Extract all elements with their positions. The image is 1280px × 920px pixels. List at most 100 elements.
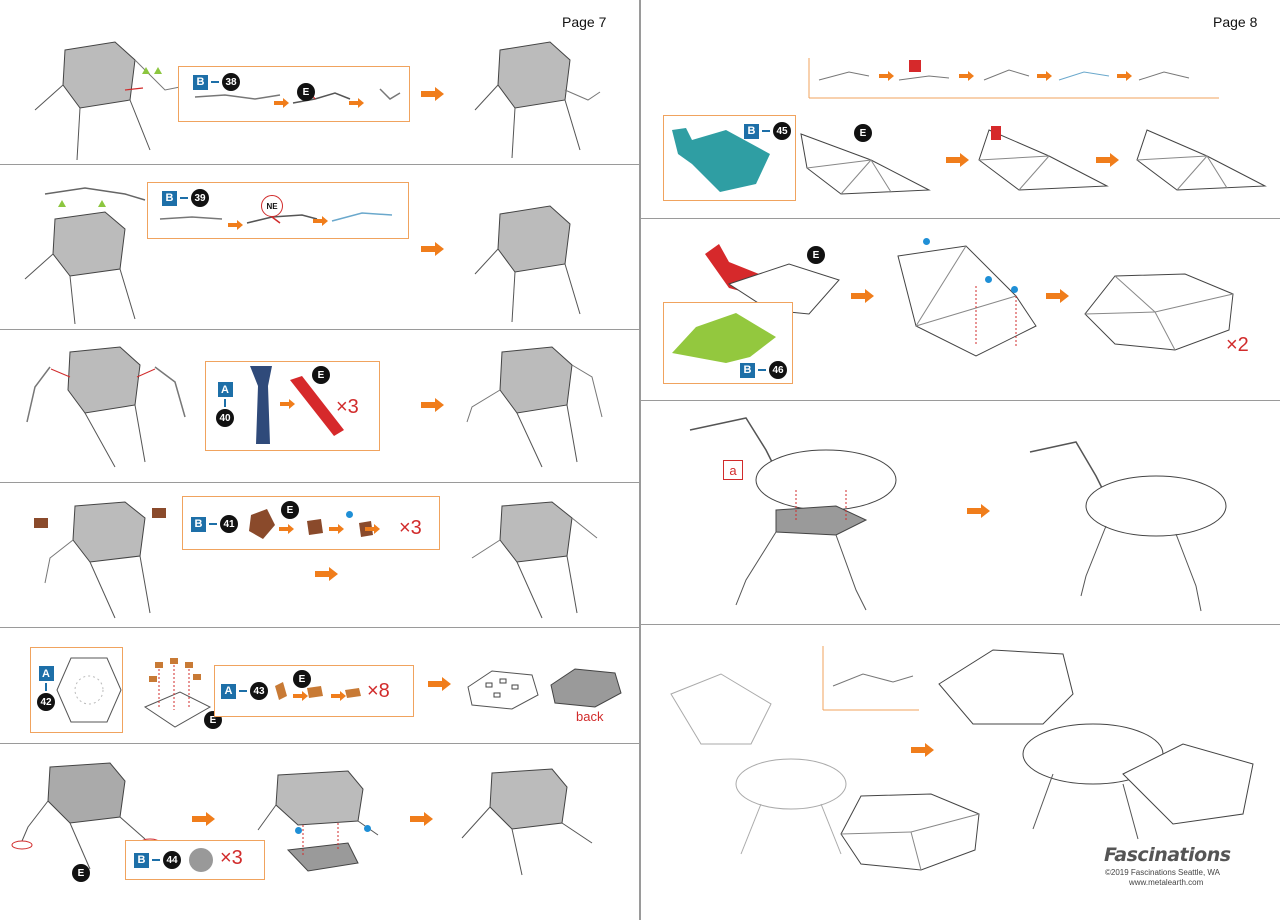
- sheet-letter: B: [744, 123, 759, 139]
- top-plate-assembly-diagram: [143, 658, 212, 728]
- page-7: Page 7 B 38 E: [0, 0, 640, 920]
- page-number: Page 7: [562, 14, 607, 30]
- page-divider: [639, 0, 641, 920]
- step-40-detail-box: A 40 E ×3: [205, 361, 380, 451]
- glue-marker-icon: [98, 200, 106, 207]
- step-41-row: B 41 E ×3: [0, 482, 640, 628]
- lander-illustration: [24, 187, 146, 325]
- part-40-flat-diagram: [250, 366, 272, 444]
- sheet-letter: A: [221, 683, 236, 699]
- solar-panel-result-diagram: [1136, 129, 1267, 191]
- lander-result-illustration: [471, 501, 598, 619]
- solar-panel-diagram: [800, 133, 931, 195]
- blue-dot-marker: [985, 276, 992, 283]
- sheet-letter: A: [217, 382, 233, 397]
- lander-result-illustration: [1029, 441, 1227, 612]
- sheet-letter: B: [193, 74, 208, 90]
- part-badge: B 44: [134, 851, 181, 869]
- fold-tag-e: E: [312, 366, 330, 384]
- fold-tag-ne: NE: [261, 195, 283, 217]
- top-plate-result-diagram: [467, 670, 539, 710]
- lander-illustration: [34, 501, 166, 619]
- part-badge: B 38: [193, 73, 240, 91]
- part-number: 44: [163, 851, 181, 869]
- blue-dot-marker: [923, 238, 930, 245]
- website-text: www.metalearth.com: [1129, 878, 1204, 887]
- step-47-row: a: [641, 400, 1280, 625]
- blue-dot-marker: [1011, 286, 1018, 293]
- part-number: 40: [216, 409, 234, 427]
- part-46-fan-diagram: [672, 313, 776, 363]
- lander-illustration: [26, 346, 186, 468]
- lander-illustration: [34, 41, 191, 161]
- part-41-diagram: [249, 509, 373, 539]
- multiplier-label: ×3: [399, 517, 422, 539]
- lander-plate-install-diagram: [257, 770, 379, 872]
- back-label: back: [576, 709, 604, 724]
- lander-result-illustration: [466, 346, 603, 468]
- sheet-letter: A: [38, 666, 54, 681]
- multiplier-label: ×3: [336, 396, 359, 418]
- part-45-fan-diagram: [672, 128, 770, 192]
- part-number: 41: [220, 515, 238, 533]
- blue-dot-marker: [295, 827, 302, 834]
- lander-complete-illustration: [938, 649, 1254, 840]
- multiplier-label: ×2: [1226, 334, 1249, 356]
- tab-label-a: a: [723, 460, 743, 480]
- sheet-letter: B: [191, 516, 206, 532]
- step-44-row: E B 44 ×3: [0, 743, 640, 920]
- multiplier-label: ×3: [220, 847, 243, 869]
- part-38-diagram: [194, 88, 401, 104]
- part-42-hexagon: [56, 657, 122, 723]
- part-number: 39: [191, 189, 209, 207]
- part-number: 42: [37, 693, 55, 711]
- fold-tag-e: E: [293, 670, 311, 688]
- solar-panel-fold-diagram: [978, 126, 1109, 191]
- part-number: 46: [769, 361, 787, 379]
- step-41-detail-box: B 41 E ×3: [182, 496, 440, 550]
- bottom-plate-diagram: [550, 668, 622, 708]
- step-40-row: A 40 E ×3: [0, 329, 640, 483]
- final-assembly-row: Fascinations ©2019 Fascinations Seattle,…: [641, 624, 1280, 920]
- fold-tag-e: E: [72, 864, 90, 882]
- glue-marker-icon: [142, 67, 150, 74]
- lander-deck-assembly-diagram: [689, 417, 897, 611]
- lander-final-assembly-diagram: [670, 673, 847, 855]
- part-badge: A 42: [37, 666, 55, 711]
- part-badge: A 40: [216, 382, 234, 427]
- blue-dot-marker: [346, 511, 353, 518]
- part-badge: B 41: [191, 515, 238, 533]
- part-43-diagram: [275, 682, 361, 700]
- brand-logo: Fascinations: [1104, 844, 1231, 866]
- multiplier-label: ×8: [367, 680, 390, 702]
- part-44-footpad: [189, 848, 213, 872]
- fold-tag-e: E: [807, 246, 825, 264]
- sheet-letter: B: [134, 852, 149, 868]
- inset-detail-diagram: [822, 646, 919, 711]
- part-39-diagram: [159, 212, 393, 224]
- lander-result-illustration: [461, 768, 593, 876]
- part-number: 38: [222, 73, 240, 91]
- page-number: Page 8: [1213, 14, 1258, 30]
- fold-tag-e: E: [281, 501, 299, 519]
- lander-result-illustration: [474, 205, 581, 323]
- step-42-detail-box: A 42: [30, 647, 123, 733]
- part-40-folded-diagram: [290, 376, 344, 436]
- lander-result-illustration: [474, 41, 601, 159]
- solar-panel-fold-sequence: [808, 58, 1219, 99]
- glue-marker-icon: [154, 67, 162, 74]
